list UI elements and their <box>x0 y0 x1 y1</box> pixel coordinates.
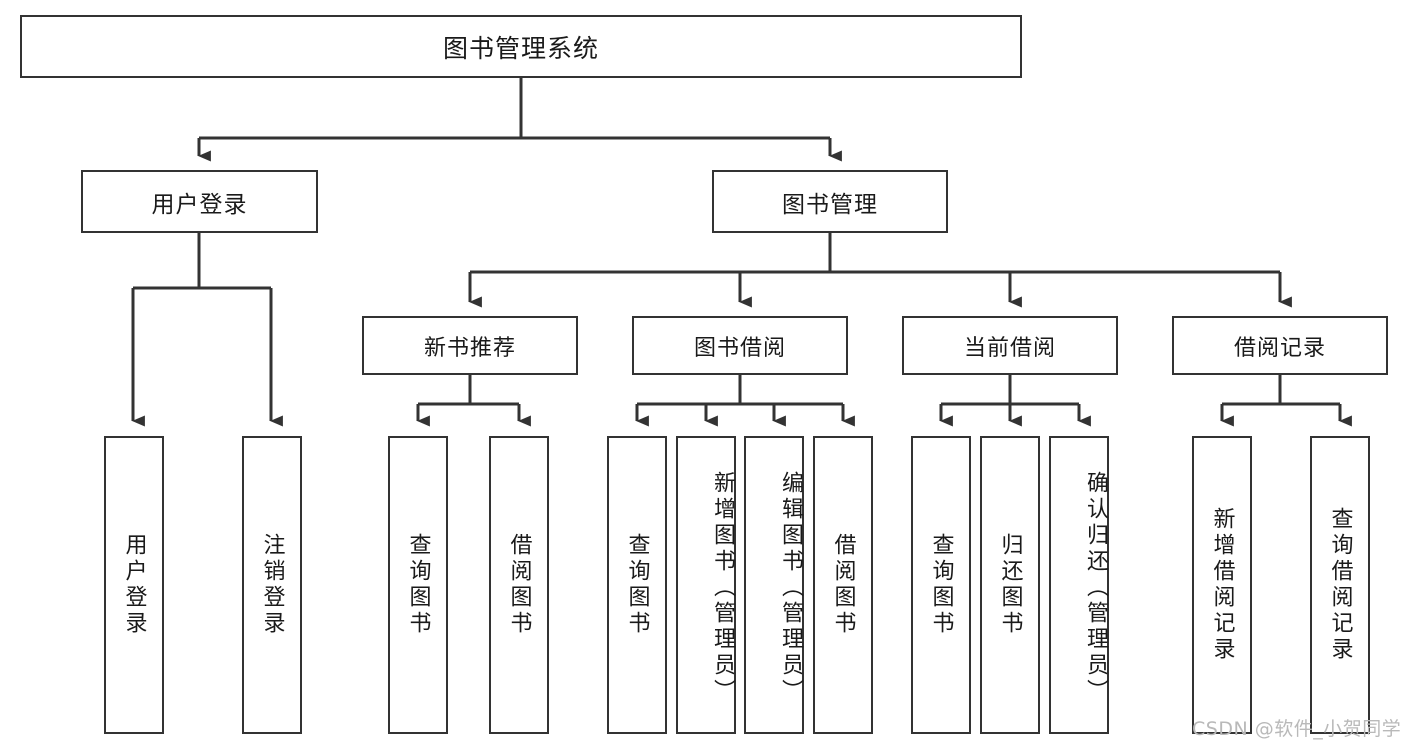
node-label: 借阅图书 <box>830 533 856 637</box>
node-label: 编辑图书（管理员） <box>778 471 803 705</box>
node-label: 查询图书 <box>928 533 954 637</box>
leaf-user-login-logout[interactable]: 注销登录 <box>242 436 302 734</box>
node-label: 借阅图书 <box>506 533 532 637</box>
node-label: 新增图书（管理员） <box>710 471 735 705</box>
leaf-current-borrow-query-book[interactable]: 查询图书 <box>911 436 971 734</box>
node-label: 借阅记录 <box>1233 335 1326 361</box>
node-label: 图书管理 <box>782 191 878 218</box>
node-label: 归还图书 <box>997 533 1023 637</box>
node-book-management[interactable]: 图书管理 <box>712 170 948 233</box>
node-label: 查询借阅记录 <box>1327 507 1353 663</box>
leaf-current-borrow-return-book[interactable]: 归还图书 <box>980 436 1040 734</box>
node-label: 查询图书 <box>624 533 650 637</box>
leaf-book-borrow-borrow-book[interactable]: 借阅图书 <box>813 436 873 734</box>
node-label: 用户登录 <box>121 533 147 637</box>
leaf-borrow-record-query-record[interactable]: 查询借阅记录 <box>1310 436 1370 734</box>
node-label: 新增借阅记录 <box>1209 507 1235 663</box>
node-label: 查询图书 <box>405 533 431 637</box>
node-label: 图书管理系统 <box>442 33 599 63</box>
leaf-current-borrow-confirm-return-admin[interactable]: 确认归还（管理员） <box>1049 436 1109 734</box>
node-label: 用户登录 <box>151 191 248 218</box>
leaf-user-login-login[interactable]: 用户登录 <box>104 436 164 734</box>
leaf-borrow-record-add-record[interactable]: 新增借阅记录 <box>1192 436 1252 734</box>
leaf-book-borrow-edit-book-admin[interactable]: 编辑图书（管理员） <box>744 436 804 734</box>
leaf-book-borrow-add-book-admin[interactable]: 新增图书（管理员） <box>676 436 736 734</box>
node-user-login[interactable]: 用户登录 <box>81 170 318 233</box>
node-new-book-recommend[interactable]: 新书推荐 <box>362 316 578 375</box>
node-current-borrow[interactable]: 当前借阅 <box>902 316 1118 375</box>
leaf-new-book-query-book[interactable]: 查询图书 <box>388 436 448 734</box>
node-label: 注销登录 <box>259 533 285 637</box>
csdn-watermark: CSDN @软件_小贺同学 <box>1192 718 1402 740</box>
leaf-book-borrow-query-book[interactable]: 查询图书 <box>607 436 667 734</box>
node-label: 新书推荐 <box>423 335 516 361</box>
node-label: 当前借阅 <box>963 335 1056 361</box>
node-book-borrow[interactable]: 图书借阅 <box>632 316 848 375</box>
node-label: 图书借阅 <box>693 335 786 361</box>
node-borrow-record[interactable]: 借阅记录 <box>1172 316 1388 375</box>
node-root-book-management-system[interactable]: 图书管理系统 <box>20 15 1022 78</box>
leaf-new-book-borrow-book[interactable]: 借阅图书 <box>489 436 549 734</box>
node-label: 确认归还（管理员） <box>1083 471 1108 705</box>
